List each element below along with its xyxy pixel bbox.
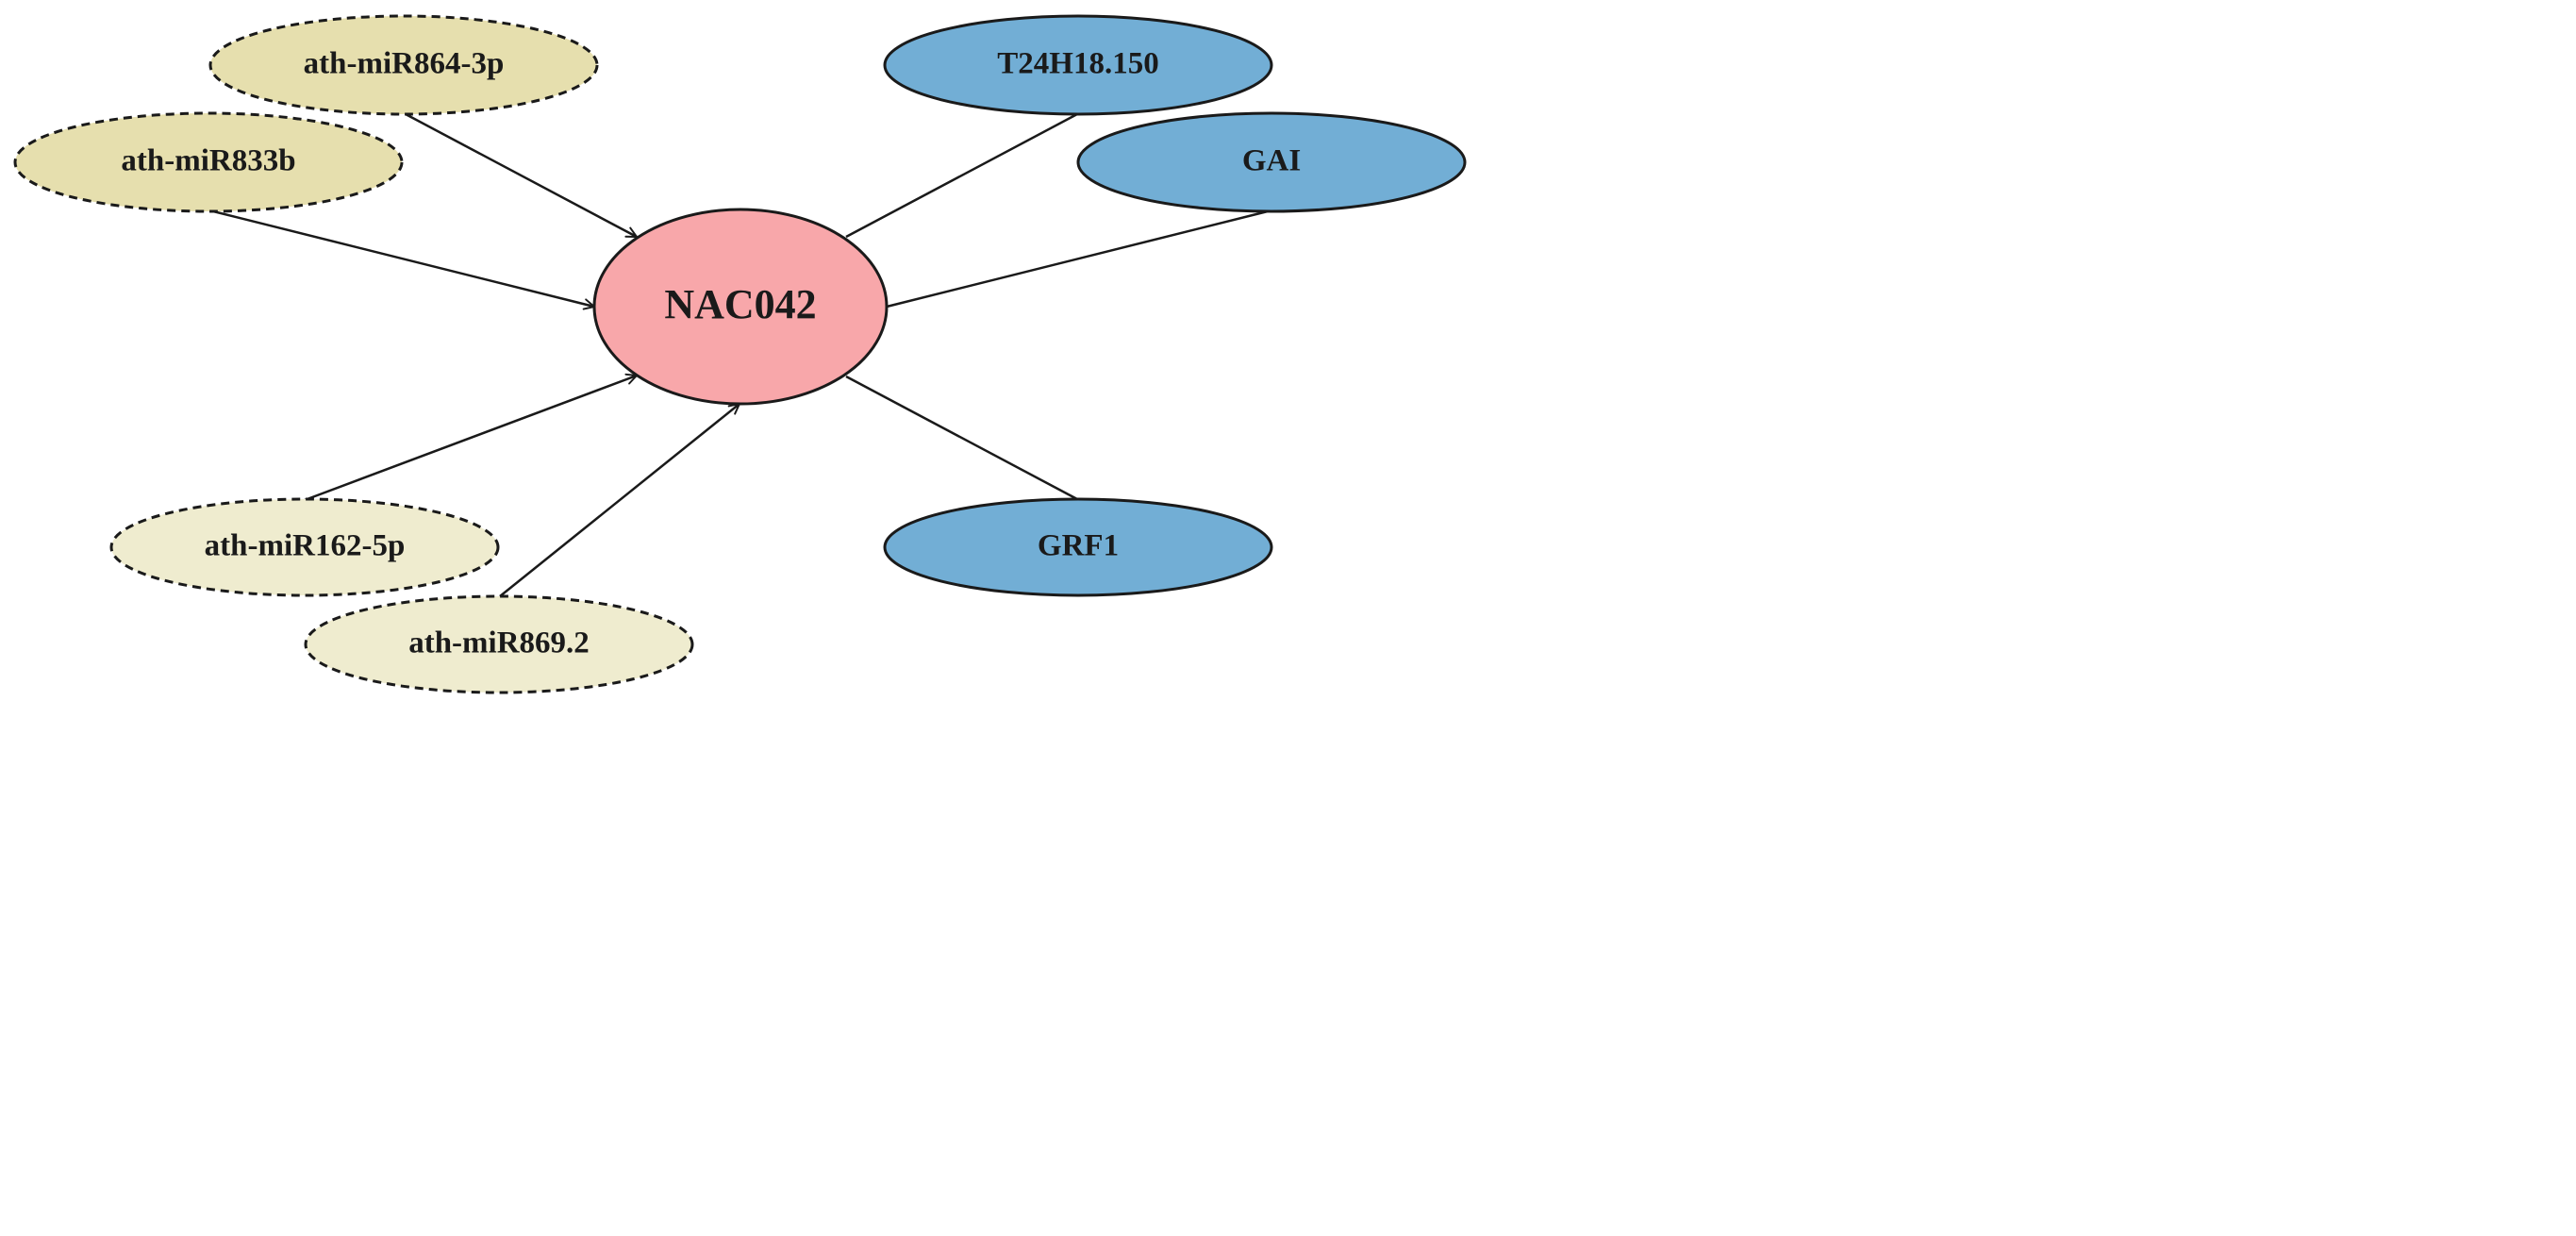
gene-node-shape	[883, 14, 1273, 116]
mirna-node-shape	[208, 14, 599, 116]
edge-mir869-to-nac042	[499, 403, 740, 597]
mirna-node-shape	[13, 111, 404, 213]
edges-layer	[208, 112, 1272, 597]
gene-node-label: T24H18.150	[997, 47, 1158, 81]
edge-mir162-to-nac042	[304, 373, 638, 502]
mirna-node-shape	[109, 497, 500, 597]
mirna-node-label: ath-miR162-5p	[205, 529, 406, 563]
gene-node-label: GRF1	[1038, 529, 1119, 563]
gene-node-grf1[interactable]: GRF1	[883, 497, 1273, 597]
mirna-node-label: ath-miR869.2	[408, 626, 590, 660]
mirna-node-shape	[304, 594, 694, 694]
mirna-node-mir869[interactable]: ath-miR869.2	[304, 594, 694, 694]
edge-nac042-to-grf1	[845, 375, 1078, 501]
mirna-node-mir833b[interactable]: ath-miR833b	[13, 111, 404, 213]
center-node-shape	[592, 208, 889, 406]
edge-mir833b-to-nac042	[208, 209, 595, 310]
mirna-node-mir162[interactable]: ath-miR162-5p	[109, 497, 500, 597]
edge-nac042-to-t24h18	[845, 112, 1078, 239]
edge-nac042-to-gai	[886, 209, 1272, 309]
gene-node-label: GAI	[1242, 144, 1301, 178]
center-node-label: NAC042	[664, 281, 816, 327]
gene-node-shape	[1076, 111, 1467, 213]
mirna-node-label: ath-miR864-3p	[304, 47, 505, 81]
interaction-network-diagram: ath-miR864-3p ath-miR833b ath-miR162-5p …	[13, 14, 1467, 694]
edge-mir864-to-nac042	[405, 112, 638, 239]
gene-node-t24h18[interactable]: T24H18.150	[883, 14, 1273, 116]
gene-node-gai[interactable]: GAI	[1076, 111, 1467, 213]
mirna-node-label: ath-miR833b	[121, 144, 295, 178]
center-node-nac042[interactable]: NAC042	[592, 208, 889, 406]
gene-node-shape	[883, 497, 1273, 597]
mirna-node-mir864[interactable]: ath-miR864-3p	[208, 14, 599, 116]
